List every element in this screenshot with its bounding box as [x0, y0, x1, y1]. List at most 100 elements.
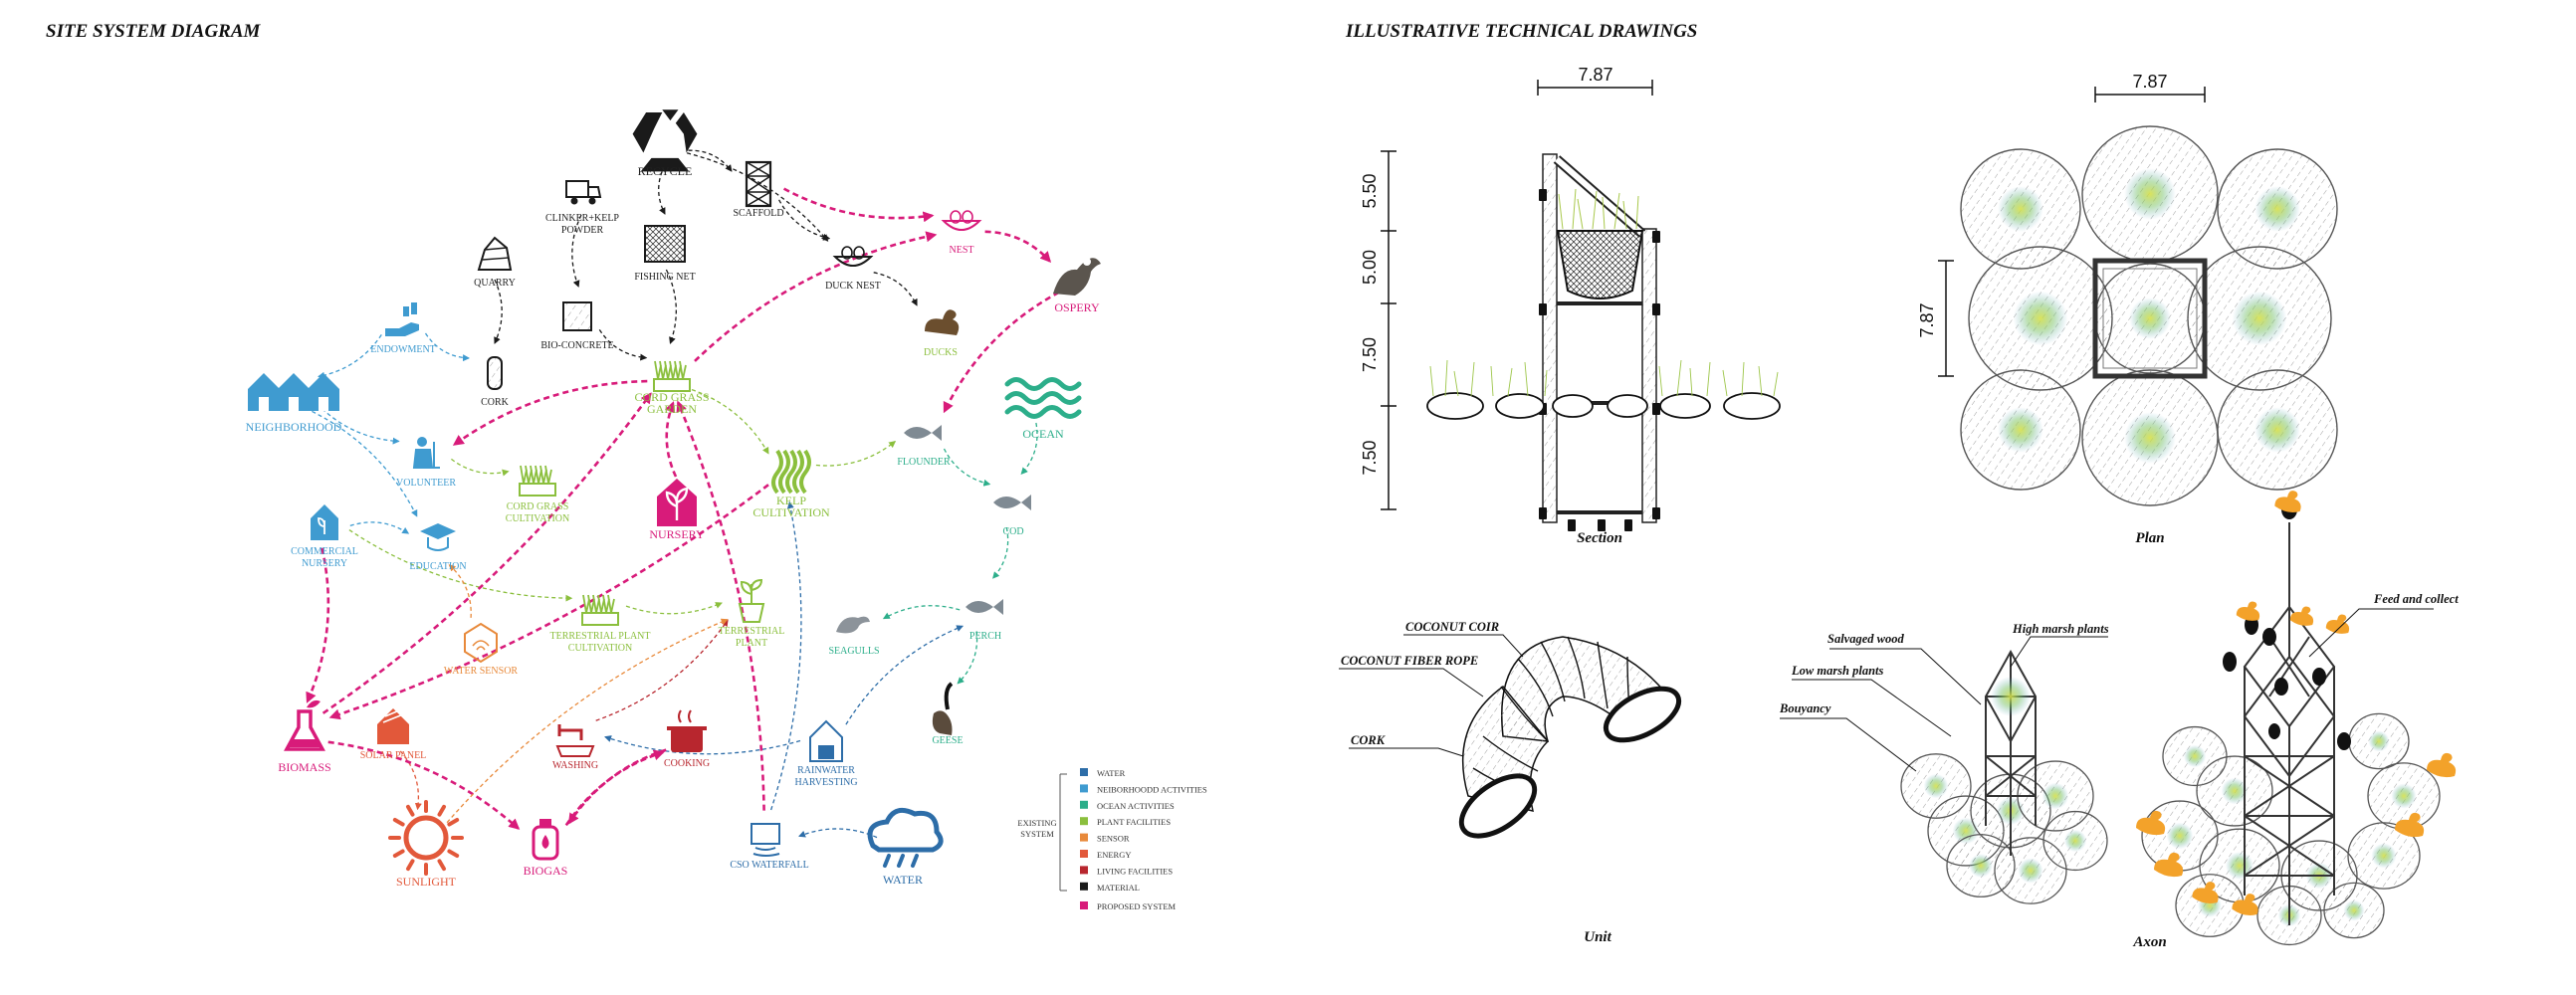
node-solarpanel: SOLAR PANEL — [360, 708, 427, 761]
link-commercialnursery-to-education — [349, 521, 410, 534]
node-label-fishingnet: FISHING NET — [634, 272, 695, 283]
shop-icon — [311, 504, 338, 540]
node-label-recycle: RECYCLE — [638, 164, 693, 178]
axon-plant-9 — [2368, 730, 2390, 752]
quarry-icon — [477, 236, 513, 271]
section-diagonal-brace-inner — [1555, 156, 1644, 237]
section-clip-9 — [1598, 519, 1606, 531]
plan-drawing: 7.87 7.87 Plan — [1917, 72, 2338, 546]
net-icon — [644, 225, 686, 263]
node-fishingnet: FISHING NET — [634, 225, 696, 283]
node-label-education: EDUCATION — [409, 561, 466, 572]
section-clip-4 — [1652, 231, 1660, 243]
pot-icon — [738, 578, 765, 623]
node-education: EDUCATION — [409, 523, 467, 572]
unit-caption: Unit — [1584, 929, 1611, 945]
duck-icon-8 — [2192, 882, 2219, 904]
node-label-perch: PERCH — [969, 631, 1001, 642]
duck-icon-1 — [2236, 601, 2260, 621]
plan-plant-4 — [2232, 291, 2287, 346]
section-clip-8 — [1568, 519, 1576, 531]
node-label-sunlight: SUNLIGHT — [396, 875, 457, 889]
link-kelpcultivation-to-biomass — [328, 484, 769, 720]
node-flounder: FLOUNDER — [897, 425, 951, 468]
link-recycle-to-ducknest — [686, 152, 829, 242]
link-ducknest-to-ducks — [873, 272, 918, 306]
axon-plant-8 — [2221, 777, 2249, 805]
axon-plant-10 — [2391, 783, 2417, 809]
duck-icon — [925, 309, 960, 335]
axon-birds — [2136, 491, 2457, 916]
section-clip-5 — [1652, 303, 1660, 315]
node-label-solarpanel: SOLAR PANEL — [360, 750, 427, 761]
node-cooking: COOKING — [664, 709, 710, 769]
section-clip-10 — [1624, 519, 1632, 531]
node-endowment: ENDOWMENT — [370, 302, 436, 355]
node-volunteer: VOLUNTEER — [396, 437, 456, 489]
duck-icon-7 — [2154, 852, 2184, 878]
legend-label-living: LIVING FACILITIES — [1097, 866, 1173, 876]
plan-plant-3 — [2013, 291, 2068, 346]
recycle-icon — [632, 109, 698, 172]
link-scaffold-to-ducknest — [778, 199, 831, 241]
legend-label-sensor: SENSOR — [1097, 834, 1130, 844]
axon-plant-11 — [2166, 822, 2194, 850]
unit-annotation-cork: CORK — [1351, 733, 1387, 747]
section-clip-6 — [1652, 403, 1660, 415]
nest-icon — [941, 210, 982, 231]
duck-icon-0 — [2274, 491, 2301, 513]
link-solarpanel-to-sunlight — [399, 750, 422, 811]
axon-plant-0 — [1923, 773, 1949, 799]
link-flounder-to-cod — [943, 448, 991, 487]
link-clinker-to-bioconcrete — [571, 214, 582, 288]
plan-plant-1 — [2124, 168, 2176, 220]
link-cordgrassgarden-to-nest — [694, 231, 938, 362]
link-volunteer-to-cordgrasscultivation — [451, 458, 510, 477]
link-bioconcrete-to-cordgrassgarden — [598, 329, 648, 361]
planter-icon — [581, 594, 619, 626]
axon-circles — [1900, 712, 2441, 946]
planter-icon — [519, 465, 556, 497]
section-upper-grass — [1558, 188, 1639, 230]
node-label-csowaterfall: CSO WATERFALL — [730, 860, 808, 871]
node-label-biomass: BIOMASS — [278, 760, 330, 774]
link-water-to-csowaterfall — [798, 828, 878, 839]
node-quarry: QUARRY — [474, 236, 516, 289]
node-label-cod: COD — [1002, 526, 1023, 537]
node-label-quarry: QUARRY — [474, 278, 516, 289]
section-side-dim-3: 7.50 — [1360, 440, 1380, 475]
axon-plant-5 — [2018, 858, 2043, 884]
link-csowaterfall-to-cordgrassgarden — [676, 400, 765, 811]
section-top-dim: 7.87 — [1578, 65, 1612, 85]
sensor-icon — [464, 622, 498, 664]
node-label-volunteer: VOLUNTEER — [396, 478, 456, 489]
link-rainwater-to-perch — [845, 625, 965, 725]
truck-icon — [565, 180, 602, 205]
legend-swatch-living — [1080, 866, 1088, 875]
plan-plant-8 — [2129, 298, 2171, 339]
link-csowaterfall-to-kelpcultivation — [769, 500, 802, 811]
node-cod: COD — [993, 495, 1031, 537]
section-post-left — [1542, 153, 1558, 523]
plan-circles — [1960, 125, 2338, 506]
duck-icon-6 — [2136, 810, 2166, 836]
legend-label-energy: ENERGY — [1097, 850, 1131, 860]
education-icon — [420, 523, 456, 551]
link-fishingnet-to-cordgrassgarden — [665, 269, 677, 344]
technical-drawings-title: ILLUSTRATIVE TECHNICAL DRAWINGS — [1345, 21, 1697, 42]
node-perch: PERCH — [966, 599, 1003, 642]
node-label-water: WATER — [883, 873, 923, 887]
link-rainwater-to-washing — [604, 735, 801, 755]
axon-caption: Axon — [2132, 934, 2166, 950]
nursery-icon — [657, 479, 697, 526]
axon-leaders — [1780, 608, 2434, 772]
legend-swatch-neighborhood — [1080, 784, 1088, 793]
axon-small-tower — [1984, 649, 2038, 856]
